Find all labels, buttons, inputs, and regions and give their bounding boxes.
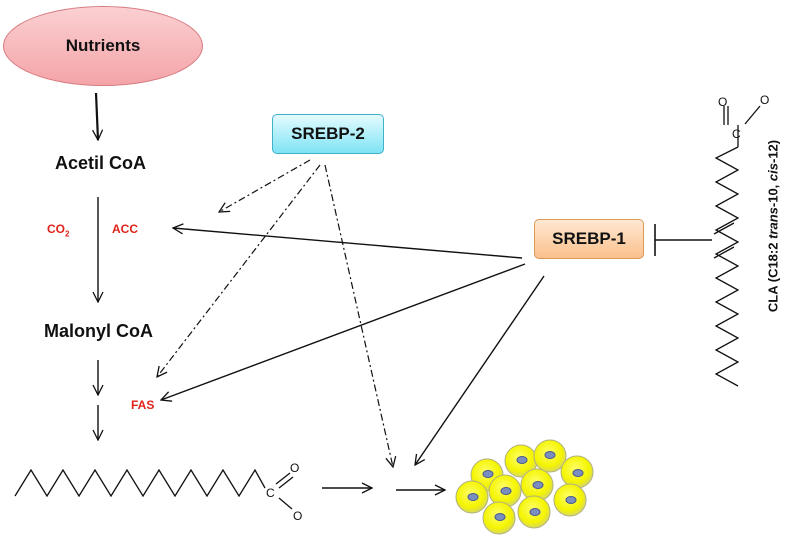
cla-label: CLA (C18:2 trans-10, cis-12) <box>766 140 781 312</box>
adipocyte <box>553 483 587 517</box>
cla-carbon-letter: C <box>732 127 741 141</box>
cla-label-mid: -10, <box>765 181 781 208</box>
co2-label: CO2 <box>47 222 69 238</box>
fatty-acid-oxygen-1: O <box>290 461 299 475</box>
cla-label-cis: cis <box>765 163 781 182</box>
srebp2-to-fas-arrow <box>157 164 321 377</box>
srebp1-to-adipocyte-arrow <box>415 275 545 465</box>
fatty-acid-chain <box>14 468 266 498</box>
nutrients-label: Nutrients <box>65 36 141 55</box>
malonyl-coa-label: Malonyl CoA <box>44 321 154 341</box>
acc-label: ACC <box>112 222 138 236</box>
co2-base: CO <box>47 222 65 236</box>
srebp1-to-fas-arrow <box>161 263 526 400</box>
srebp2-label: SREBP-2 <box>291 124 365 143</box>
arrow-nutrients-to-acetil <box>96 92 98 140</box>
cla-hydroxyl-bond <box>744 105 761 125</box>
cla-label-prefix: CLA (C18:2 <box>765 238 781 313</box>
cla-oxygen-1: O <box>718 95 727 109</box>
cla-carbon-chain <box>714 146 740 387</box>
srebp2-to-adipocyte-arrow <box>324 164 393 467</box>
srebp1-label: SREBP-1 <box>552 229 626 248</box>
fatty-acid-carbon-letter: C <box>266 486 275 500</box>
srebp2-to-acc-arrow <box>219 159 311 212</box>
adipocyte <box>488 474 522 508</box>
adipocyte <box>455 480 489 514</box>
adipocyte <box>560 455 594 489</box>
cla-label-suffix: -12) <box>765 139 781 164</box>
cla-double-bond-1 <box>713 222 735 235</box>
cla-double-bond-2 <box>713 246 735 259</box>
srebp2-node: SREBP-2 <box>272 114 384 154</box>
cla-oxygen-2: O <box>760 93 769 107</box>
adipocyte <box>533 439 567 473</box>
acetil-coa-label: Acetil CoA <box>55 153 147 173</box>
co2-subscript: 2 <box>65 229 70 239</box>
adipocyte <box>517 495 551 529</box>
adipocyte-cluster <box>455 439 594 535</box>
fas-label: FAS <box>131 398 155 412</box>
fatty-acid-hydroxyl-bond <box>278 497 293 510</box>
cla-label-trans: trans <box>765 207 781 239</box>
fatty-acid-oxygen-2: O <box>293 509 302 523</box>
srebp1-to-acc-arrow <box>173 228 523 259</box>
nutrients-node: Nutrients <box>3 6 203 86</box>
srebp1-node: SREBP-1 <box>534 219 644 259</box>
adipocyte <box>482 501 516 535</box>
fatty-acid-carbonyl-bond-1 <box>275 472 291 485</box>
fatty-acid-carbonyl-bond-2 <box>278 476 294 489</box>
